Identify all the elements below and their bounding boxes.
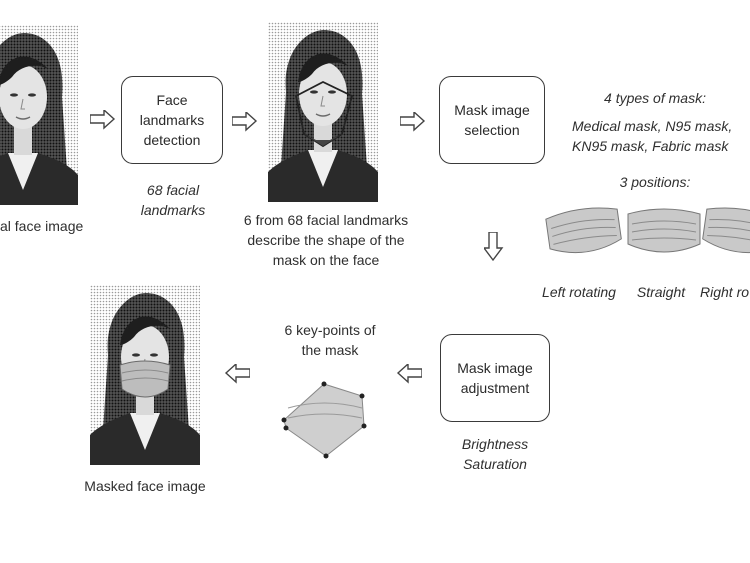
- facial-landmarks-note-line1: 68 facial: [146, 182, 200, 198]
- landmark-face-caption-line3: mask on the face: [272, 252, 380, 268]
- adjustment-note-line1: Brightness: [461, 436, 529, 452]
- face-landmarks-detection-line3: detection: [143, 132, 201, 148]
- adjustment-note-line2: Saturation: [463, 456, 527, 472]
- output-caption: Masked face image: [84, 478, 206, 494]
- position-label-right: Right ro: [700, 284, 750, 300]
- masked-face-photo: [90, 285, 200, 465]
- mask-types-list: Medical mask, N95 mask, KN95 mask, Fabri…: [572, 116, 750, 156]
- position-label-straight: Straight: [636, 284, 686, 300]
- landmark-face-caption: 6 from 68 facial landmarks describe the …: [236, 210, 416, 270]
- facial-landmarks-note-line2: landmarks: [140, 202, 206, 218]
- mask-image-adjustment-box: Mask image adjustment: [440, 334, 550, 422]
- keypoints-mask-icon: [276, 378, 372, 460]
- face-landmarks-detection-box: Face landmarks detection: [121, 76, 223, 164]
- mask-positions-title: 3 positions:: [619, 174, 691, 190]
- mask-types-line1: Medical mask, N95 mask,: [572, 118, 733, 134]
- mask-selection-line1: Mask image: [454, 102, 530, 118]
- arrow-to-landmark-face: [232, 112, 258, 132]
- keypoints-caption-line1: 6 key-points of: [284, 322, 376, 338]
- input-face-caption: al face image: [0, 218, 84, 234]
- mask-adjustment-line2: adjustment: [460, 380, 530, 396]
- mask-types-line2: KN95 mask, Fabric mask: [572, 138, 729, 154]
- keypoints-caption-line2: the mask: [301, 342, 359, 358]
- face-landmarks-detection-line2: landmarks: [139, 112, 205, 128]
- landmark-face-caption-line1: 6 from 68 facial landmarks: [243, 212, 409, 228]
- arrow-to-output: [224, 364, 250, 384]
- landmark-face-photo: [268, 22, 378, 202]
- arrow-down-to-adjustment: [484, 232, 504, 262]
- mask-adjustment-line1: Mask image: [457, 360, 533, 376]
- arrow-to-mask-selection: [400, 112, 426, 132]
- mask-types-title: 4 types of mask:: [604, 90, 706, 106]
- input-face-photo: [0, 25, 78, 205]
- adjustment-note: Brightness Saturation: [445, 434, 545, 474]
- position-label-left: Left rotating: [542, 284, 616, 300]
- facial-landmarks-note: 68 facial landmarks: [118, 180, 228, 220]
- landmark-face-caption-line2: describe the shape of the: [247, 232, 405, 248]
- face-landmarks-detection-line1: Face: [156, 92, 188, 108]
- mask-straight-icon: [624, 204, 704, 260]
- mask-selection-line2: selection: [464, 122, 520, 138]
- mask-left-rotating-icon: [544, 204, 624, 260]
- arrow-to-landmark-detection: [90, 110, 116, 130]
- mask-right-rotating-icon: [700, 204, 750, 260]
- arrow-to-keypoints: [396, 364, 422, 384]
- keypoints-caption: 6 key-points of the mask: [270, 320, 390, 360]
- mask-image-selection-box: Mask image selection: [439, 76, 545, 164]
